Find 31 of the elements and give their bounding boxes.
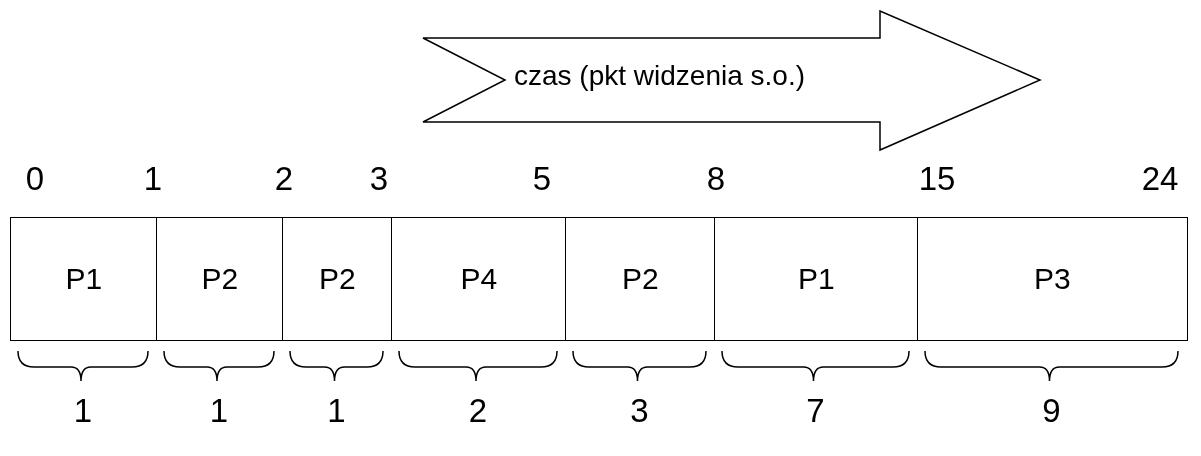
time-tick-label: 0 (25, 160, 45, 198)
process-cell (10, 217, 158, 341)
duration-label: 3 (630, 392, 649, 430)
time-tick-label: 2 (274, 160, 294, 198)
process-cell (156, 217, 284, 341)
duration-label: 1 (209, 392, 229, 430)
time-tick-label: 8 (706, 160, 726, 198)
time-tick-label: 5 (532, 160, 552, 198)
arrow-text: czas (pkt widzenia s.o.) (514, 60, 805, 92)
duration-label: 2 (468, 392, 488, 430)
duration-label: 9 (1042, 392, 1061, 430)
process-label: P2 (201, 262, 239, 296)
duration-label: 7 (806, 392, 825, 430)
process-cell (391, 217, 567, 341)
process-label: P2 (621, 262, 659, 296)
process-label: P4 (460, 262, 498, 296)
time-tick-label: 24 (1141, 160, 1179, 198)
process-cell (565, 217, 716, 341)
process-label: P1 (797, 262, 835, 296)
process-cell (282, 217, 393, 341)
process-label: P2 (318, 262, 356, 296)
time-tick-label: 1 (143, 160, 163, 198)
duration-label: 1 (73, 392, 93, 430)
process-label: P3 (1033, 262, 1071, 296)
time-tick-label: 15 (918, 160, 956, 198)
arrow-shape (422, 10, 1042, 152)
process-cell (917, 217, 1188, 341)
duration-label: 1 (327, 392, 346, 430)
time-tick-label: 3 (369, 160, 389, 198)
process-cell (714, 217, 919, 341)
process-label: P1 (65, 262, 103, 296)
